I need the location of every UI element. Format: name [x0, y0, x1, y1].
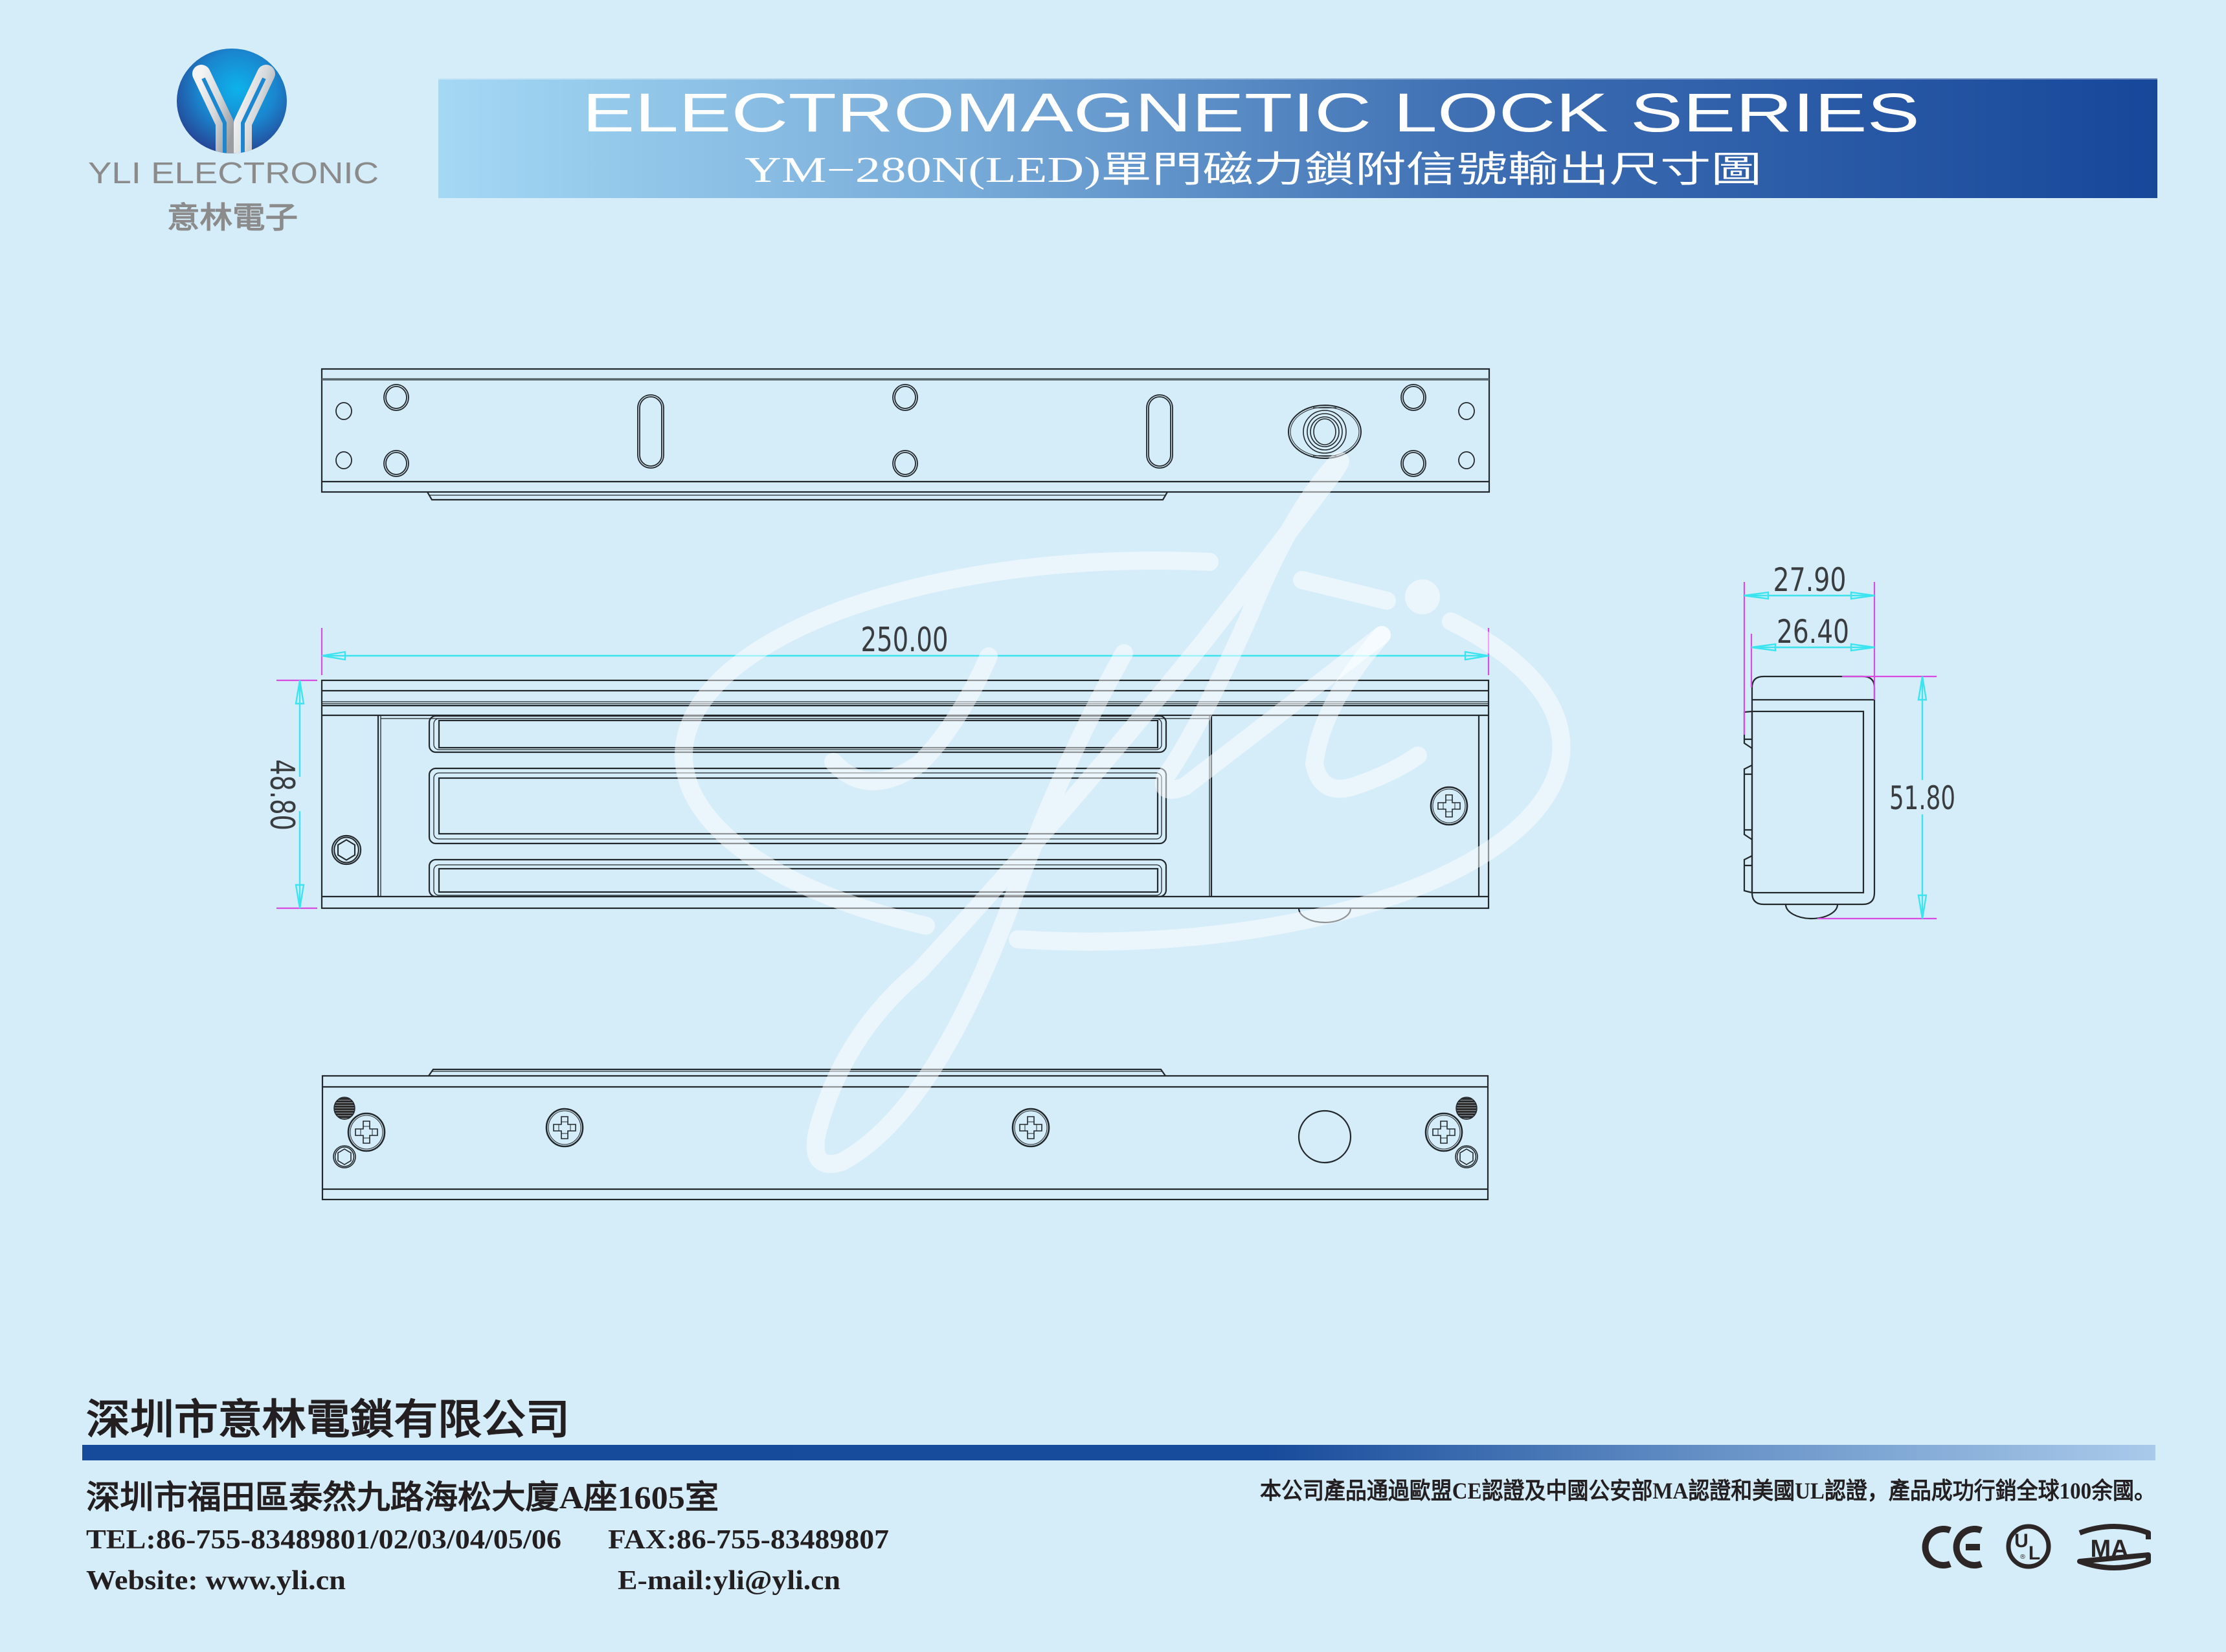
- logo-brand-en: YLI ELECTRONIC: [88, 156, 379, 190]
- led-indicator-icon: [1288, 405, 1362, 459]
- ma-mark-icon: MA: [2077, 1524, 2151, 1570]
- ma-letters: MA: [2090, 1535, 2128, 1563]
- magnet-coil: [428, 767, 1167, 845]
- ul-letter-l: L: [2029, 1543, 2040, 1564]
- dim-label-body-width: 26.40: [1777, 613, 1849, 651]
- company-name: 深圳市意林電鎖有限公司: [86, 1396, 570, 1444]
- company-logo: YLI ELECTRONIC 意林電子: [88, 49, 379, 235]
- company-email: E-mail:yli@yli.cn: [618, 1566, 840, 1596]
- logo-brand-zh: 意林電子: [167, 200, 298, 235]
- footer: 深圳市意林電鎖有限公司 深圳市福田區泰然九路海松大廈A座1605室 TEL:86…: [82, 1396, 2155, 1596]
- certification-note: 本公司產品通過歐盟CE認證及中國公安部MA認證和美國UL認證，產品成功行銷全球1…: [1260, 1477, 2155, 1504]
- yli-y-logo-icon: [177, 49, 287, 153]
- dimension-side-height: 51.80: [1817, 675, 1955, 920]
- ul-letter-u: U: [2014, 1530, 2029, 1552]
- led-bump: [1784, 904, 1839, 920]
- dim-label-length: 250.00: [861, 621, 949, 660]
- company-tel: TEL:86-755-83489801/02/03/04/05/06: [86, 1525, 561, 1555]
- title-banner: ELECTROMAGNETIC LOCK SERIES YM−280N(LED)…: [438, 78, 2157, 198]
- footer-divider-bar: [82, 1445, 2155, 1460]
- mounting-bracket-edge: [427, 491, 1168, 501]
- dimension-overall-length: 250.00: [320, 621, 1490, 675]
- company-address: 深圳市福田區泰然九路海松大廈A座1605室: [86, 1479, 719, 1515]
- dimension-front-height: 48.80: [262, 679, 317, 910]
- company-fax: FAX:86-755-83489807: [608, 1525, 889, 1555]
- banner-title: ELECTROMAGNETIC LOCK SERIES: [582, 82, 1920, 143]
- banner-subtitle: YM−280N(LED)單門磁力鎖附信號輸出尺寸圖: [745, 150, 1762, 190]
- dim-label-side-height: 51.80: [1889, 779, 1955, 817]
- dim-label-height: 48.80: [262, 759, 301, 831]
- yli-watermark-icon: [675, 452, 1571, 1173]
- dim-label-total-width: 27.90: [1773, 561, 1847, 599]
- company-website: Website: www.yli.cn: [86, 1566, 346, 1596]
- ul-mark-icon: U L ®: [2006, 1524, 2051, 1569]
- mounting-bracket-edge: [428, 1068, 1166, 1077]
- top-view: [320, 368, 1490, 501]
- magnet-coil: [428, 715, 1167, 753]
- led-hole: [1298, 1110, 1352, 1164]
- dark-plug-icon: [333, 1097, 355, 1120]
- dimension-side-widths: 27.90 26.40: [1743, 561, 1876, 735]
- bottom-view: [321, 1068, 1489, 1201]
- ce-mark-icon: [1922, 1526, 1983, 1568]
- ul-registered: ®: [2019, 1554, 2026, 1561]
- dark-plug-icon: [1456, 1097, 1478, 1120]
